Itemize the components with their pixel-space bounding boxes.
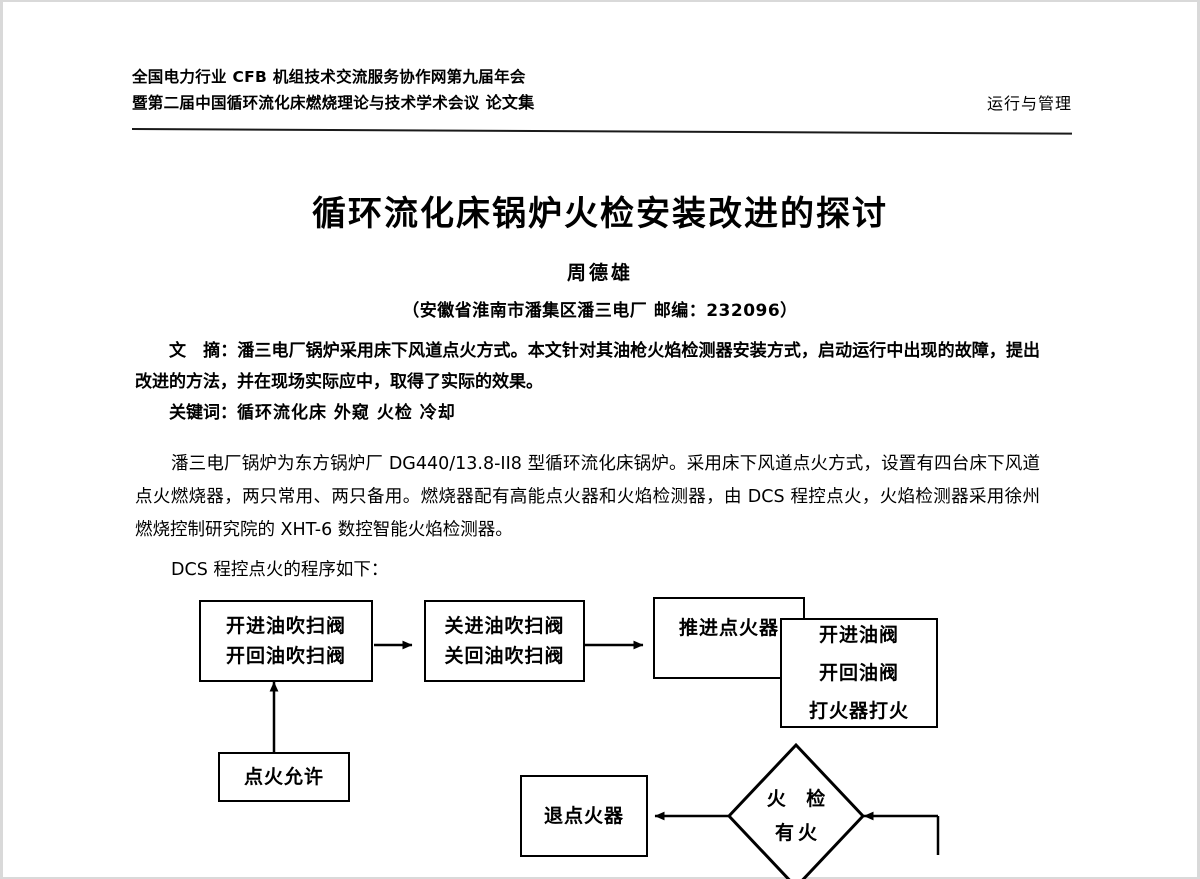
keywords-label: 关键词：: [169, 403, 237, 423]
flow-decision-label: 火 检 有火: [760, 782, 833, 850]
body-paragraph-1: 潘三电厂锅炉为东方锅炉厂 DG440/13.8-II8 型循环流化床锅炉。采用床…: [135, 454, 1040, 540]
scan-edge-right: [1197, 0, 1200, 879]
body-paragraph-2: DCS 程控点火的程序如下：: [171, 560, 389, 580]
conference-name-line2: 暨第二届中国循环流化床燃烧理论与技术学术会议论文集: [132, 93, 535, 112]
flow-decision-flame-detected: 火 检 有火: [726, 742, 866, 879]
section-label: 运行与管理: [986, 94, 1072, 113]
flow-node-retract-igniter-line1: 退点火器: [543, 805, 624, 827]
keywords-paragraph: 关键词：循环流化床 外窥 火检 冷却: [135, 398, 1040, 429]
abstract-paragraph: 文摘：潘三电厂锅炉采用床下风道点火方式。本文针对其油枪火焰检测器安装方式，启动运…: [135, 336, 1040, 398]
flow-node-advance-igniter-line1: 推进点火器: [678, 617, 779, 639]
diamond-shape-icon: [726, 742, 866, 879]
flow-decision-line2: 有火: [774, 822, 821, 844]
flow-node-purge-close-line2: 关回油吹扫阀: [444, 645, 565, 667]
flow-node-purge-close: 关进油吹扫阀 关回油吹扫阀: [424, 600, 585, 682]
flow-node-retract-igniter: 退点火器: [520, 775, 648, 857]
header-divider-rule: [131, 128, 1072, 135]
scan-edge-left: [0, 0, 3, 879]
conference-name-line1: 全国电力行业 CFB 机组技术交流服务协作网第九届年会: [132, 68, 526, 86]
flow-node-oil-valves-line2: 开回油阀: [818, 662, 899, 684]
scan-edge-top: [0, 0, 1200, 2]
flow-node-advance-igniter: 推进点火器: [653, 597, 805, 679]
abstract-section: 文摘：潘三电厂锅炉采用床下风道点火方式。本文针对其油枪火焰检测器安装方式，启动运…: [135, 336, 1040, 429]
flow-node-purge-close-line1: 关进油吹扫阀: [444, 615, 565, 637]
page-title: 循环流化床锅炉火检安装改进的探讨: [312, 194, 888, 234]
proceedings-label: 论文集: [485, 93, 535, 112]
conference-name: 全国电力行业 CFB 机组技术交流服务协作网第九届年会 暨第二届中国循环流化床燃…: [132, 64, 535, 116]
scan-edge-bottom: [0, 877, 1200, 879]
running-header: 全国电力行业 CFB 机组技术交流服务协作网第九届年会 暨第二届中国循环流化床燃…: [132, 64, 1072, 120]
flow-node-ignition-permit-line1: 点火允许: [243, 766, 324, 788]
author-name: 周德雄: [566, 262, 633, 284]
flow-node-oil-valves-line1: 开进油阀: [818, 624, 899, 646]
keywords-terms: 循环流化床 外窥 火检 冷却: [237, 403, 456, 423]
flow-node-purge-open-line2: 开回油吹扫阀: [225, 645, 346, 667]
flow-node-purge-open-line1: 开进油吹扫阀: [225, 615, 346, 637]
author-affiliation: （安徽省淮南市潘集区潘三电厂 邮编：232096）: [402, 301, 798, 321]
flow-node-ignition-permit: 点火允许: [218, 752, 350, 802]
flow-node-purge-open: 开进油吹扫阀 开回油吹扫阀: [199, 600, 373, 682]
abstract-label: 文摘：: [169, 341, 238, 361]
abstract-text: 潘三电厂锅炉采用床下风道点火方式。本文针对其油枪火焰检测器安装方式，启动运行中出…: [135, 341, 1041, 392]
flow-decision-line1: 火 检: [766, 788, 833, 810]
body-section: 潘三电厂锅炉为东方锅炉厂 DG440/13.8-II8 型循环流化床锅炉。采用床…: [135, 448, 1040, 587]
flow-node-oil-valves-line3: 打火器打火: [808, 700, 909, 722]
flow-node-oil-valves: 开进油阀 开回油阀 打火器打火: [780, 618, 938, 728]
